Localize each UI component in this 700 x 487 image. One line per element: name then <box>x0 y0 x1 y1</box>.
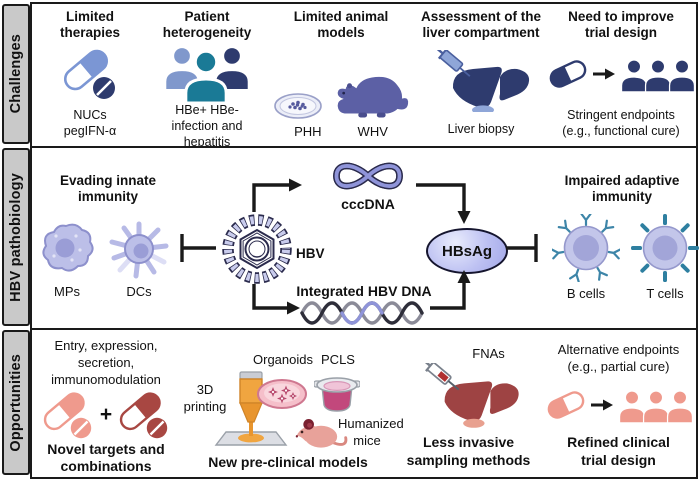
trial-design-item: Need to improve trial design <box>546 4 696 146</box>
trial-design-title: Need to improve trial design <box>568 9 674 41</box>
printer-3d-icon <box>214 371 288 446</box>
dendritic-cell-icon <box>109 221 169 279</box>
refined-trial-caption: Refined clinical trial design <box>567 434 670 468</box>
animal-models-title: Limited animal models <box>293 9 389 41</box>
challenges-panel: Limited therapies NUCs pegIFN-α Patient … <box>30 2 698 149</box>
t-cells-label: T cells <box>646 286 684 301</box>
pathway-arrows <box>180 178 538 315</box>
fna-liver-icon <box>421 363 519 429</box>
alternative-endpoints-text: Alternative endpoints (e.g., partial cur… <box>557 342 680 374</box>
pathobiology-panel: Evading innate immunity MPs DCs <box>30 146 699 330</box>
macrophage-icon <box>42 223 94 272</box>
novel-targets-caption: Novel targets and combinations <box>47 440 165 475</box>
capsule-navy-icon <box>549 60 587 88</box>
pcls-label: PCLS <box>321 352 355 367</box>
hbv-label: HBV <box>296 246 325 261</box>
plus-sign: + <box>99 403 113 427</box>
pcls-well-icon <box>314 377 360 412</box>
stringent-endpoints-caption: Stringent endpoints (e.g., functional cu… <box>562 107 680 138</box>
sampling-caption: Less invasive sampling methods <box>406 434 531 468</box>
humanized-mouse-icon <box>295 419 348 448</box>
patient-heterogeneity-title: Patient heterogeneity <box>162 9 252 41</box>
hbv-virion-icon <box>222 214 292 284</box>
adaptive-immunity-title: Impaired adaptive immunity <box>564 173 680 205</box>
arrow-right-icon <box>593 68 615 80</box>
b-cell-icon <box>552 214 620 282</box>
novel-targets-item: Entry, expression, secretion, immunomodu… <box>32 330 180 477</box>
petri-dish-icon <box>274 93 322 119</box>
integrated-hbv-dna-label: Integrated HBV DNA <box>296 283 432 299</box>
pathobiology-label: HBV pathobiology <box>8 172 24 302</box>
liver-compartment-item: Assessment of the liver compartment <box>416 4 546 146</box>
phh-caption: PHH <box>294 124 322 139</box>
dcs-label: DCs <box>126 284 152 299</box>
liver-biopsy-caption: Liver biopsy <box>447 121 515 136</box>
limited-therapies-item: Limited therapies NUCs pegIFN-α <box>32 4 148 146</box>
pills-darkred-icon <box>119 392 168 438</box>
preclinical-models-caption: New pre-clinical models <box>208 453 368 470</box>
pills-blue-icon <box>63 49 115 100</box>
printing-label: 3D printing <box>183 382 227 414</box>
hbsag-badge: HBsAg <box>426 228 508 274</box>
limited-therapies-title: Limited therapies <box>59 9 121 41</box>
organoids-label: Organoids <box>253 352 313 367</box>
b-cells-label: B cells <box>566 286 606 301</box>
arrow-right-icon <box>590 399 613 411</box>
liver-biopsy-icon <box>435 50 530 113</box>
preclinical-models-item: Organoids PCLS 3D printing <box>180 330 404 477</box>
opportunities-panel: Entry, expression, secretion, immunomodu… <box>30 328 698 479</box>
innate-immunity-title: Evading innate immunity <box>59 173 157 205</box>
refined-trial-item: Alternative endpoints (e.g., partial cur… <box>541 330 696 477</box>
patient-heterogeneity-item: Patient heterogeneity HBe+ HBe- infectio… <box>148 4 266 149</box>
whv-caption: WHV <box>357 124 388 139</box>
section-label-challenges: Challenges <box>2 4 30 144</box>
section-label-opportunities: Opportunities <box>2 330 30 475</box>
hbsag-label: HBsAg <box>441 242 492 260</box>
woodchuck-icon <box>337 76 409 118</box>
challenges-label: Challenges <box>8 34 24 114</box>
organoid-dish-icon <box>257 379 307 409</box>
patients-row-salmon-icon <box>618 390 692 423</box>
humanized-mice-label: Humanized mice <box>338 416 404 448</box>
patients-row-navy-icon <box>620 59 694 93</box>
targets-top-text: Entry, expression, secretion, immunomodu… <box>51 338 161 387</box>
animal-models-item: Limited animal models <box>266 4 416 146</box>
limited-therapies-caption: NUCs pegIFN-α <box>63 107 117 138</box>
cccdna-icon <box>333 162 403 190</box>
patient-heterogeneity-caption: HBe+ HBe- infection and hepatitis <box>171 102 243 150</box>
opportunities-label: Opportunities <box>8 353 24 452</box>
fnas-label: FNAs <box>472 346 505 361</box>
people-group-icon <box>164 45 250 102</box>
liver-compartment-title: Assessment of the liver compartment <box>420 9 542 41</box>
mps-label: MPs <box>54 284 80 299</box>
section-label-pathobiology: HBV pathobiology <box>2 148 30 326</box>
pills-salmon-icon <box>43 392 92 438</box>
cccdna-label: cccDNA <box>341 196 395 212</box>
t-cell-icon <box>631 214 699 282</box>
capsule-salmon-icon <box>547 391 584 419</box>
dna-helix-icon <box>300 301 424 325</box>
sampling-methods-item: FNAs <box>396 330 541 477</box>
